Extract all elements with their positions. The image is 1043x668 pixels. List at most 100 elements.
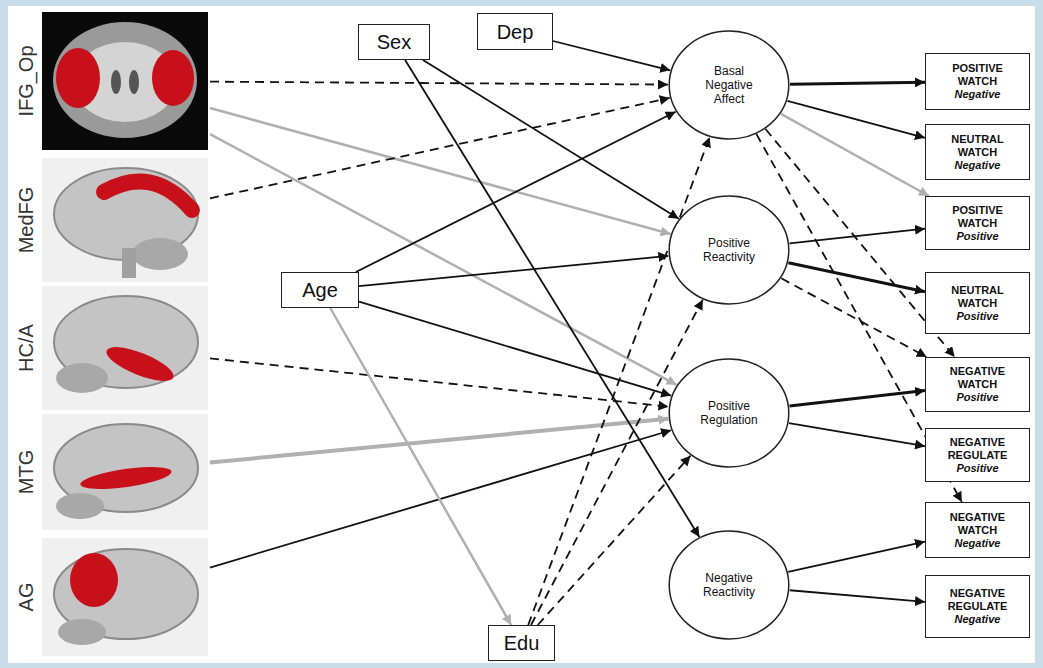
image-ground bbox=[42, 12, 208, 150]
condition-label: NEGATIVE REGULATE bbox=[931, 587, 1024, 613]
ellipse-shape bbox=[669, 531, 789, 639]
region-label: MedFG bbox=[12, 158, 40, 282]
path-arrow bbox=[553, 41, 670, 70]
dashed-path-arrow bbox=[210, 82, 668, 85]
brain-image bbox=[42, 286, 208, 410]
region-label: MTG bbox=[12, 414, 40, 530]
observed-variable-box: Dep bbox=[477, 13, 553, 50]
ellipse-shape bbox=[669, 31, 789, 139]
region-highlight bbox=[56, 48, 100, 108]
dashed-path-arrow bbox=[781, 278, 926, 357]
condition-label: NEGATIVE WATCH bbox=[931, 511, 1024, 537]
valence-label: Positive bbox=[956, 230, 998, 243]
image-ground bbox=[42, 414, 208, 530]
region-highlight bbox=[79, 463, 173, 494]
path-arrow bbox=[423, 60, 679, 219]
valence-label: Positive bbox=[956, 310, 998, 323]
path-arrow bbox=[405, 60, 699, 537]
path-arrow bbox=[359, 302, 671, 396]
factor-label: Basal Negative Affect bbox=[689, 64, 769, 106]
brain-region-panel: MedFG bbox=[12, 158, 210, 282]
dashed-path-arrow bbox=[538, 456, 691, 625]
ellipse-shape bbox=[669, 359, 789, 467]
region-label: IFG_Op bbox=[12, 12, 40, 150]
path-arrow bbox=[781, 114, 929, 196]
indicator-box: NEUTRAL WATCHNegative bbox=[925, 124, 1030, 180]
dashed-path-arrow bbox=[210, 358, 668, 406]
latent-factor-ellipse: Positive Reactivity bbox=[668, 195, 790, 305]
brain-image bbox=[42, 414, 208, 530]
condition-label: NEGATIVE REGULATE bbox=[931, 436, 1024, 462]
region-highlight bbox=[70, 553, 118, 607]
brain-region-panel: IFG_Op bbox=[12, 12, 210, 150]
indicator-box: NEGATIVE REGULATENegative bbox=[925, 575, 1030, 638]
condition-label: NEGATIVE WATCH bbox=[931, 365, 1024, 391]
indicator-box: NEGATIVE REGULATEPositive bbox=[925, 428, 1030, 482]
image-ground bbox=[42, 158, 208, 282]
brain-slice bbox=[53, 22, 197, 138]
path-arrow bbox=[356, 112, 676, 272]
dashed-path-arrow bbox=[210, 98, 670, 198]
brain-image bbox=[42, 538, 208, 656]
indicator-box: POSITIVE WATCHPositive bbox=[925, 196, 1030, 250]
region-highlight bbox=[103, 340, 178, 387]
brain-image bbox=[42, 158, 208, 282]
factor-label: Negative Reactivity bbox=[689, 571, 769, 599]
path-arrow bbox=[788, 263, 925, 292]
path-arrow bbox=[790, 590, 925, 602]
cerebellum bbox=[56, 493, 104, 519]
image-ground bbox=[42, 286, 208, 410]
latent-factor-ellipse: Basal Negative Affect bbox=[668, 30, 790, 140]
latent-factor-ellipse: Positive Regulation bbox=[668, 358, 790, 468]
observed-variable-box: Sex bbox=[358, 24, 430, 60]
cerebellum bbox=[56, 363, 108, 393]
path-arrow bbox=[359, 256, 668, 286]
observed-variable-box: Edu bbox=[488, 625, 555, 661]
region-label: AG bbox=[12, 538, 40, 656]
path-arrow bbox=[790, 229, 925, 244]
valence-label: Positive bbox=[956, 462, 998, 475]
valence-label: Negative bbox=[955, 537, 1001, 550]
path-arrow bbox=[790, 82, 925, 84]
valence-label: Negative bbox=[955, 159, 1001, 172]
factor-label: Positive Reactivity bbox=[689, 236, 769, 264]
path-arrow bbox=[210, 134, 677, 385]
factor-label: Positive Regulation bbox=[689, 399, 769, 427]
valence-label: Negative bbox=[955, 613, 1001, 626]
path-arrow bbox=[787, 101, 925, 138]
valence-label: Negative bbox=[955, 88, 1001, 101]
ellipse-shape bbox=[669, 196, 789, 304]
brainstem bbox=[122, 248, 136, 278]
region-highlight bbox=[104, 181, 192, 210]
cerebellum bbox=[58, 619, 106, 645]
path-arrow bbox=[789, 423, 925, 446]
path-arrow bbox=[788, 542, 925, 572]
brain-region-panel: AG bbox=[12, 538, 210, 656]
condition-label: POSITIVE WATCH bbox=[931, 204, 1024, 230]
variable-label: Sex bbox=[377, 30, 411, 54]
image-ground bbox=[42, 538, 208, 656]
valence-label: Positive bbox=[956, 391, 998, 404]
variable-label: Age bbox=[302, 278, 338, 302]
variable-label: Dep bbox=[497, 20, 534, 44]
brain-region-panel: MTG bbox=[12, 414, 210, 530]
variable-label: Edu bbox=[504, 631, 540, 655]
indicator-box: NEUTRAL WATCHPositive bbox=[925, 272, 1030, 334]
observed-variable-box: Age bbox=[281, 272, 359, 308]
condition-label: NEUTRAL WATCH bbox=[931, 133, 1024, 159]
latent-factor-ellipse: Negative Reactivity bbox=[668, 530, 790, 640]
indicator-box: POSITIVE WATCHNegative bbox=[925, 53, 1030, 110]
condition-label: NEUTRAL WATCH bbox=[931, 284, 1024, 310]
indicator-box: NEGATIVE WATCHNegative bbox=[925, 502, 1030, 558]
ventricle bbox=[129, 70, 139, 94]
path-arrow bbox=[210, 419, 668, 463]
path-arrow bbox=[330, 308, 511, 625]
cerebellum bbox=[132, 238, 188, 270]
indicator-box: NEGATIVE WATCHPositive bbox=[925, 357, 1030, 412]
path-arrow bbox=[790, 391, 925, 407]
ventricle bbox=[111, 70, 121, 94]
brain-region-panel: HC/A bbox=[12, 286, 210, 410]
